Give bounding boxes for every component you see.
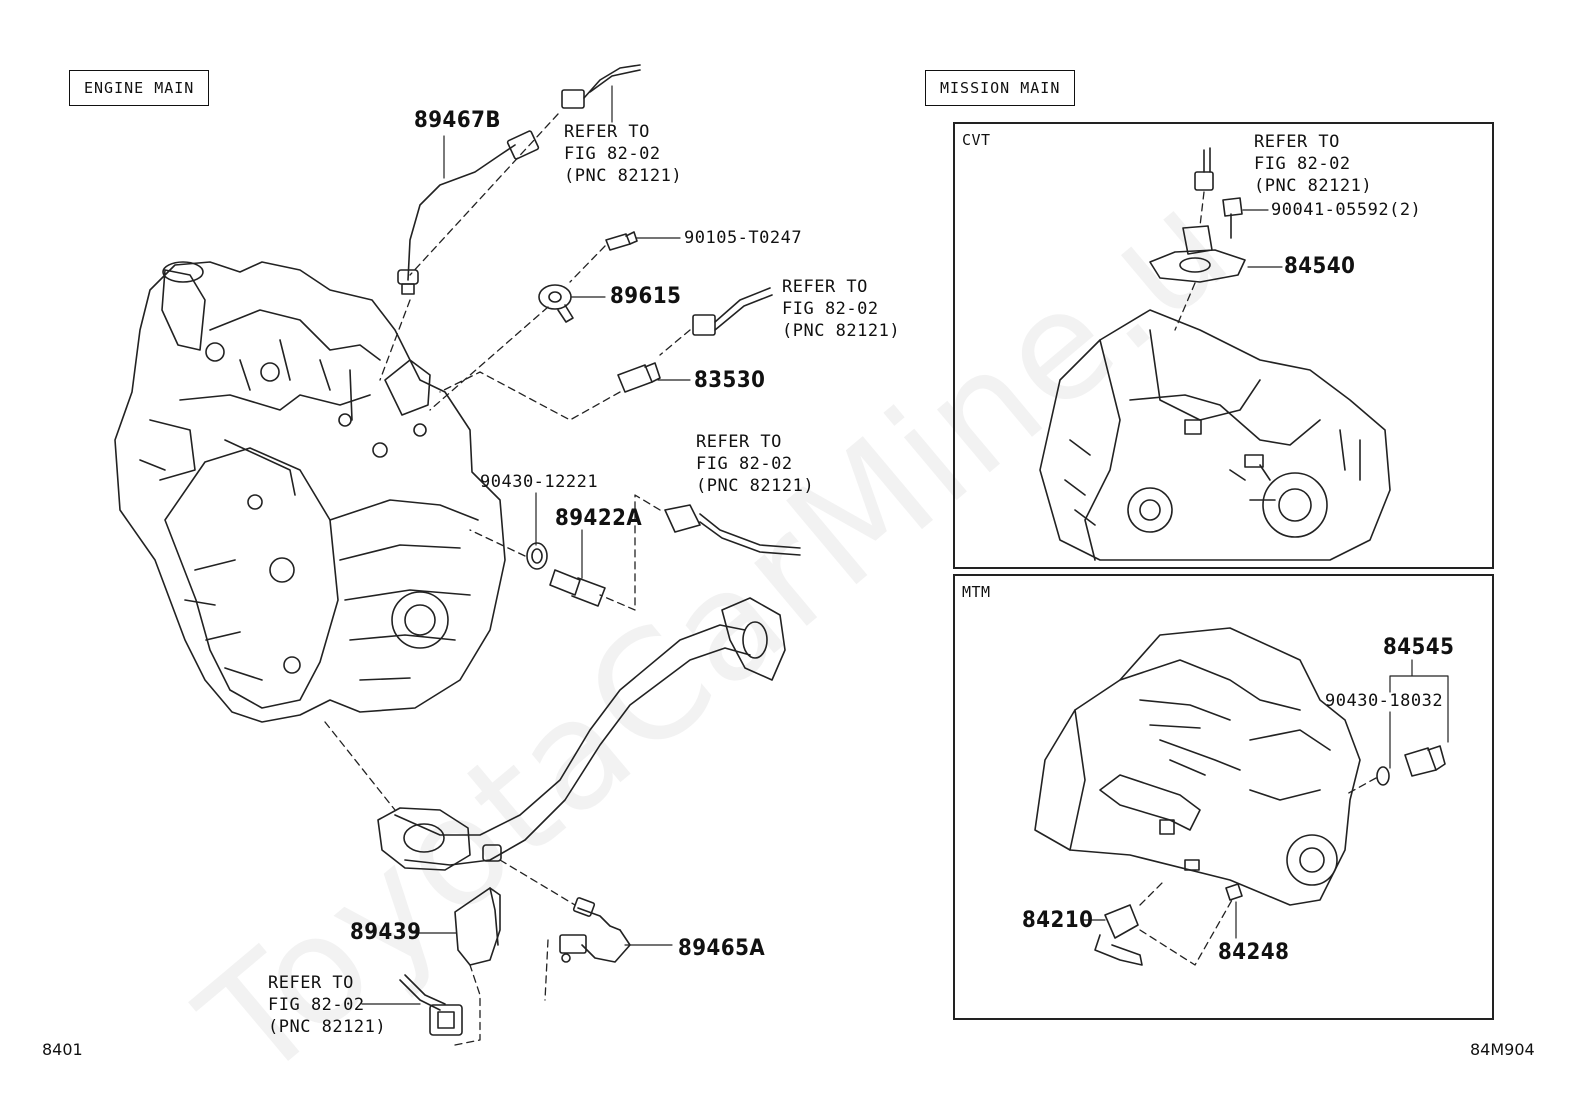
sensor-89422A [549,569,606,607]
mtm-label: MTM [962,583,991,601]
refer-line-3: (PNC 82121) [782,321,901,341]
mtm-transmission [1034,627,1446,966]
refer-line-1: REFER TO [268,973,354,993]
refer-line-3: (PNC 82121) [564,166,683,186]
cvt-label: CVT [962,131,991,149]
refer-line-3: (PNC 82121) [1254,176,1373,196]
assembly-lines-left [324,113,691,1046]
part-84248: 84248 [1218,940,1290,965]
refer-line-2: FIG 82-02 [268,995,365,1015]
refer-line-2: FIG 82-02 [696,454,793,474]
leader-lines-cvt [1242,209,1283,268]
part-90430-12221: 90430-12221 [480,472,599,492]
refer-line-2: FIG 82-02 [782,299,879,319]
part-84540: 84540 [1284,254,1356,279]
sensor-89467B [397,64,641,295]
part-90105-T0247: 90105-T0247 [684,228,803,248]
mtm-panel [953,574,1494,1020]
refer-line-1: REFER TO [782,277,868,297]
gasket-90430-12221 [526,542,548,570]
part-89465A: 89465A [678,936,766,961]
refer-line-1: REFER TO [1254,132,1340,152]
part-84545: 84545 [1383,635,1455,660]
exhaust-pipe [377,597,786,871]
connector-lead-89422A [664,504,801,556]
engine-transaxle-assembly [114,261,506,723]
switch-83530 [617,287,773,393]
bracket-89439 [454,887,501,966]
sensor-89615 [538,284,574,323]
part-89615: 89615 [610,284,682,309]
connector-lead-89439 [399,974,463,1036]
part-89422A: 89422A [555,506,643,531]
part-83530: 83530 [694,368,766,393]
mission-main-label: MISSION MAIN [925,70,1076,106]
refer-line-1: REFER TO [696,432,782,452]
leader-lines-left [361,85,691,1005]
leader-lines-mtm [1083,659,1449,939]
part-90430-18032: 90430-18032 [1325,691,1444,711]
refer-line-2: FIG 82-02 [1254,154,1351,174]
sensor-89465A [559,897,631,963]
part-89439: 89439 [350,920,422,945]
cvt-panel [953,122,1494,569]
part-90041-05592: 90041-05592(2) [1271,200,1422,220]
part-89467B: 89467B [414,108,501,133]
figure-code-right: 84M904 [1470,1040,1535,1059]
refer-line-1: REFER TO [564,122,650,142]
figure-code-left: 8401 [42,1040,83,1059]
bolt-90105 [605,231,638,251]
refer-line-3: (PNC 82121) [696,476,815,496]
engine-main-label: ENGINE MAIN [69,70,210,106]
assembly-lines-mtm [1139,777,1377,966]
assembly-lines-cvt [1174,191,1205,331]
refer-line-2: FIG 82-02 [564,144,661,164]
refer-line-3: (PNC 82121) [268,1017,387,1037]
part-84210: 84210 [1022,908,1094,933]
cvt-transmission [1039,147,1391,561]
